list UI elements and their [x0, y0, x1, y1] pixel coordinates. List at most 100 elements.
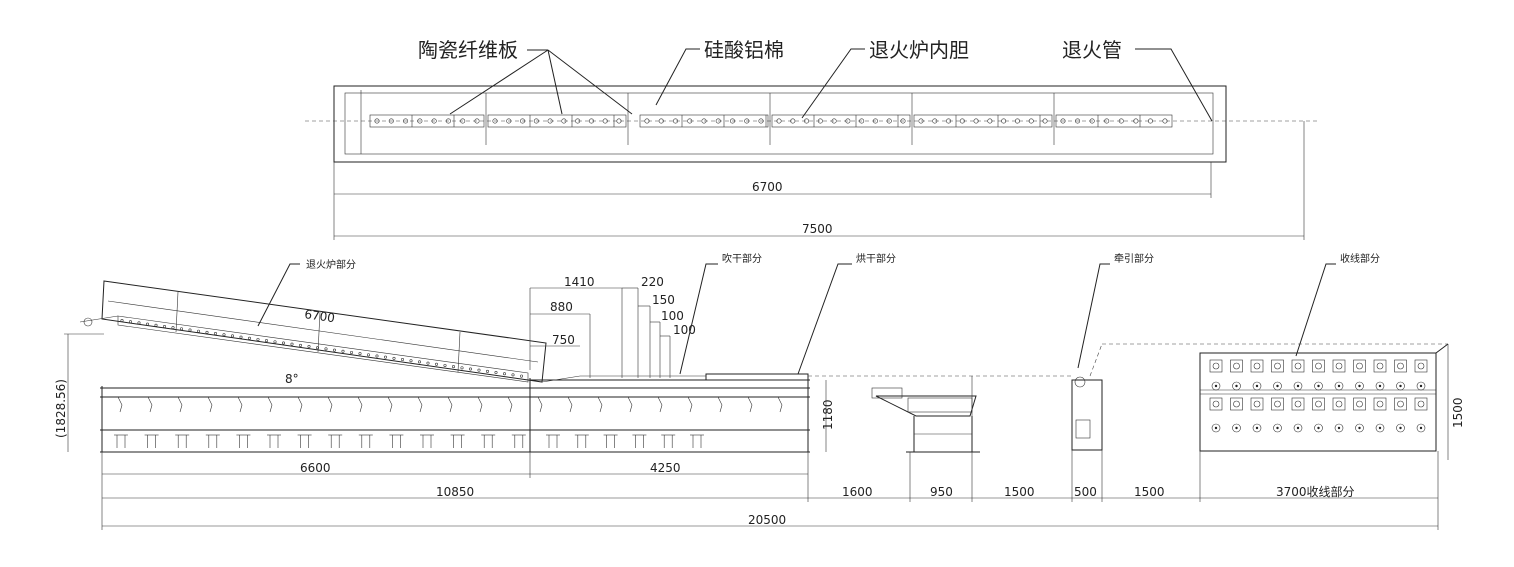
takeup-motor-hub — [1212, 362, 1220, 370]
dim-left-height: (1828.56) — [54, 379, 68, 438]
takeup-spool — [1252, 381, 1262, 391]
liner-bolt — [918, 118, 924, 124]
takeup-motor — [1414, 397, 1428, 411]
takeup-motor — [1332, 359, 1346, 373]
takeup-motor — [1312, 359, 1325, 373]
takeup-motor — [1353, 359, 1366, 373]
tube-dot — [485, 369, 489, 373]
liner-bolt — [687, 118, 693, 124]
liner-segments — [369, 114, 1173, 128]
dim-10850: 10850 — [436, 485, 474, 499]
tube-dot — [298, 343, 302, 347]
dim-1600: 1600 — [842, 485, 873, 499]
tube-dot — [460, 366, 464, 370]
liner-bolt — [644, 118, 650, 124]
liner-bolt — [417, 118, 423, 124]
liner-bolt — [701, 118, 707, 124]
liner-bolt — [987, 118, 993, 124]
dim-100-b: 100 — [673, 323, 696, 337]
takeup-spool — [1416, 423, 1426, 433]
liner-bolt — [1118, 118, 1124, 124]
takeup-spool-hub — [1255, 426, 1259, 430]
tube-dot — [154, 323, 158, 327]
takeup-motor-hub — [1315, 400, 1322, 408]
bottom-dimension-chain — [101, 451, 1439, 530]
takeup-spool — [1375, 423, 1385, 433]
guide-hook — [567, 396, 573, 413]
takeup-motor — [1250, 397, 1264, 411]
guide-hook — [597, 396, 603, 413]
takeup-motor-hub — [1397, 400, 1404, 408]
liner-bolt — [561, 118, 567, 124]
label-annealing-tube: 退火管 — [1062, 38, 1122, 62]
label-blowing-section: 吹干部分 — [722, 252, 762, 265]
tube-dot — [434, 362, 438, 366]
drying-table — [871, 376, 980, 453]
liner-bolt — [973, 118, 979, 124]
takeup-spool — [1273, 381, 1282, 391]
tube-dot — [197, 329, 201, 333]
liner-bolt — [374, 118, 380, 124]
dim-inner-length: 6700 — [752, 180, 783, 194]
liner-bolt — [1075, 118, 1081, 124]
liner-bolt — [845, 118, 851, 124]
guide-hook — [447, 396, 453, 413]
takeup-motor-hub — [1253, 400, 1261, 408]
tube-dot — [222, 333, 226, 337]
guide-hook — [327, 396, 333, 413]
label-traction-section: 牵引部分 — [1114, 252, 1154, 265]
takeup-spool-hub — [1276, 384, 1279, 388]
side-leaders — [257, 263, 1336, 375]
takeup-motor — [1230, 359, 1243, 373]
liner-bolt — [460, 118, 466, 124]
guide-hook — [117, 396, 123, 413]
guide-hook — [237, 396, 243, 413]
tube-dot — [180, 327, 184, 331]
tube-dot — [248, 336, 252, 340]
furnace-divider — [317, 311, 321, 353]
takeup-spool — [1416, 381, 1426, 391]
takeup-spool — [1314, 381, 1323, 391]
tube-dot — [383, 355, 387, 359]
liner-segment — [771, 114, 911, 128]
takeup-motor-hub — [1253, 362, 1261, 370]
guide-hook — [657, 396, 663, 413]
takeup-spool-hub — [1235, 426, 1238, 430]
guide-hook — [177, 396, 183, 413]
liner-segment — [913, 114, 1053, 128]
tube-dot — [163, 324, 167, 328]
tube-dot — [409, 359, 413, 363]
liner-segment — [369, 114, 485, 128]
label-annealing-section: 退火炉部分 — [306, 258, 356, 271]
takeup-spool-hub — [1317, 384, 1320, 388]
dim-4250: 4250 — [650, 461, 681, 475]
furnace-divider — [175, 291, 179, 333]
guide-hook — [717, 396, 723, 413]
takeup-spool — [1273, 423, 1282, 433]
tube-dot — [239, 335, 243, 339]
dim-500: 500 — [1074, 485, 1097, 499]
liner-bolt — [403, 118, 409, 124]
guide-hook — [687, 396, 693, 413]
guide-hook — [417, 396, 423, 413]
main-frame — [100, 378, 810, 453]
takeup-spool — [1375, 381, 1385, 391]
dim-3700-takeup: 3700收线部分 — [1276, 484, 1355, 499]
liner-bolt — [520, 118, 526, 124]
liner-bolt — [588, 118, 594, 124]
takeup-spool — [1355, 423, 1364, 433]
takeup-spool-hub — [1378, 384, 1382, 388]
drying-channel — [705, 373, 809, 381]
takeup-motor-hub — [1417, 362, 1425, 370]
takeup-spool-hub — [1296, 426, 1300, 430]
dim-1500-b: 1500 — [1134, 485, 1165, 499]
takeup-spool-hub — [1378, 426, 1382, 430]
tube-dot — [443, 363, 447, 367]
takeup-motor-hub — [1294, 362, 1302, 370]
top-leaders — [449, 48, 1213, 122]
guide-hook — [777, 396, 783, 413]
liner-bolt — [859, 118, 865, 124]
takeup-spool-hub — [1419, 384, 1423, 388]
liner-segment — [487, 114, 627, 128]
